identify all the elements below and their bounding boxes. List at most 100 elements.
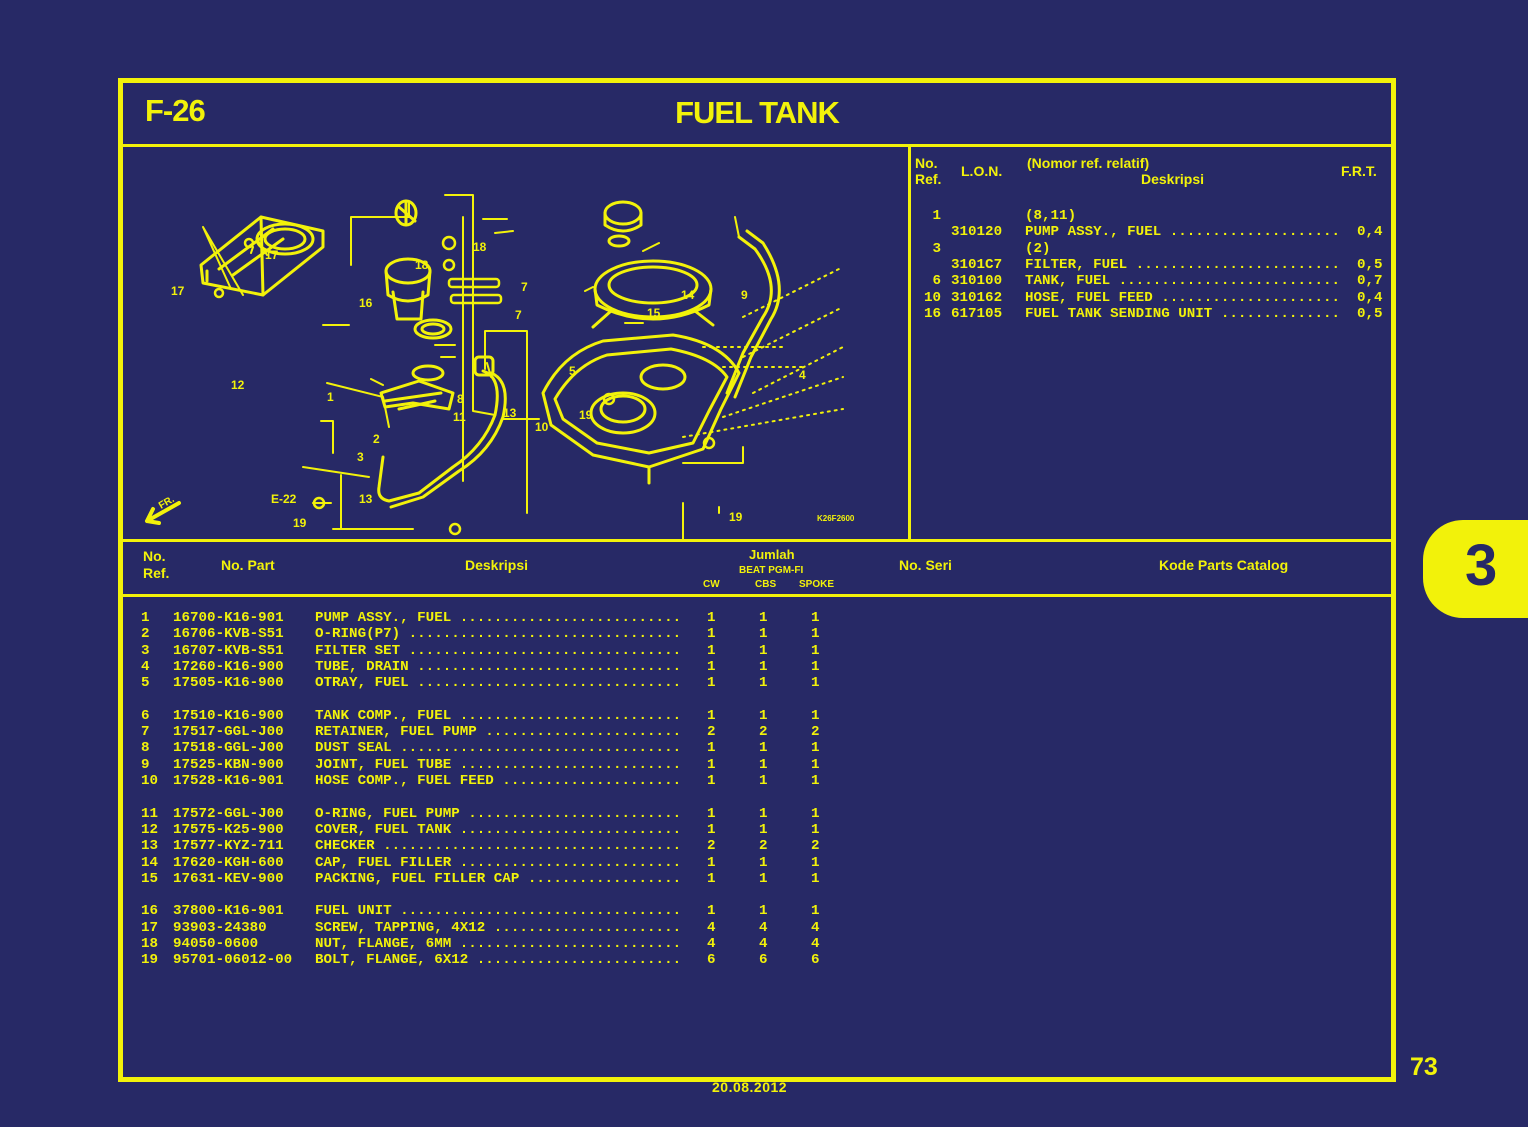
part-number: 17510-K16-900 [173, 707, 284, 724]
part-qty-cbs: 1 [759, 903, 768, 920]
part-qty-cw: 2 [707, 724, 716, 741]
part-qty-cw: 4 [707, 919, 716, 936]
callout-label: 5 [569, 364, 576, 378]
callout-label: 7 [521, 280, 528, 294]
part-number: 17260-K16-900 [173, 658, 284, 675]
part-ref: 19 [141, 952, 159, 969]
callout-label: 15 [647, 306, 661, 320]
callout-label: 19 [579, 408, 593, 422]
part-qty-cbs: 1 [759, 870, 768, 887]
part-number: 17575-K25-900 [173, 821, 284, 838]
page-number: 73 [1410, 1053, 1438, 1081]
callout-label: 7 [515, 308, 522, 322]
part-qty-cw: 6 [707, 952, 716, 969]
part-desc: OTRAY, FUEL ............................… [315, 675, 682, 692]
diagram-divider [908, 144, 911, 542]
lon-header-desc-top: (Nomor ref. relatif) [1027, 155, 1150, 171]
part-desc: PACKING, FUEL FILLER CAP ...............… [315, 870, 682, 887]
part-desc: JOINT, FUEL TUBE .......................… [315, 756, 682, 773]
parts-header-divider [123, 594, 1391, 597]
part-ref: 12 [141, 821, 159, 838]
part-qty-cbs: 1 [759, 740, 768, 757]
part-qty-spoke: 1 [811, 756, 820, 773]
part-number: 17517-GGL-J00 [173, 724, 284, 741]
part-qty-cbs: 1 [759, 658, 768, 675]
front-label: FR. [157, 494, 177, 512]
lon-code: 310120 [951, 224, 1003, 241]
lon-desc: (2) [1025, 240, 1051, 257]
part-qty-spoke: 1 [811, 626, 820, 643]
bracket-lines [320, 194, 744, 539]
callout-label: E-22 [271, 492, 297, 506]
part-number: 16706-KVB-S51 [173, 626, 284, 643]
part-qty-spoke: 1 [811, 642, 820, 659]
part-number: 17528-K16-901 [173, 773, 284, 789]
part-ref: 17 [141, 919, 159, 936]
lon-code: 310100 [951, 273, 1003, 290]
parts-header-no-seri: No. Seri [899, 557, 952, 573]
part-qty-spoke: 1 [811, 675, 820, 692]
part-desc: SCREW, TAPPING, 4X12 ...................… [315, 919, 682, 936]
part-qty-spoke: 1 [811, 740, 820, 757]
part-qty-spoke: 6 [811, 952, 820, 969]
part-ref: 2 [141, 626, 150, 643]
lon-row: 1(8,11) [915, 208, 1385, 224]
part-qty-spoke: 1 [811, 805, 820, 822]
part-ref: 16 [141, 903, 159, 920]
part-number: 17518-GGL-J00 [173, 740, 284, 757]
lon-desc: TANK, FUEL .......................... [1025, 273, 1341, 290]
part-qty-spoke: 1 [811, 854, 820, 871]
lon-ref: 16 [923, 305, 941, 322]
part-qty-cbs: 1 [759, 707, 768, 724]
part-qty-cw: 1 [707, 821, 716, 838]
callout-label: 18 [473, 240, 487, 254]
lon-header-frt: F.R.T. [1341, 163, 1377, 179]
callout-label: 13 [503, 406, 517, 420]
part-qty-cbs: 4 [759, 936, 768, 952]
section-tab[interactable]: 3 [1423, 520, 1528, 618]
fuel-pump-part [379, 199, 455, 411]
part-ref: 3 [141, 642, 150, 659]
part-qty-cw: 1 [707, 773, 716, 789]
part-qty-cw: 1 [707, 903, 716, 920]
fuel-hose-part [377, 229, 781, 509]
lon-row: 3 (2) [915, 241, 1385, 257]
part-qty-cbs: 2 [759, 838, 768, 855]
lon-frt: 0,7 [1357, 273, 1383, 290]
parts-header-cbs: CBS [755, 579, 777, 590]
lon-frt: 0,5 [1357, 256, 1383, 273]
callout-label: 9 [741, 288, 748, 302]
part-qty-cw: 2 [707, 838, 716, 855]
callout-label: 14 [681, 288, 695, 302]
parts-header-cw: CW [703, 579, 720, 590]
part-desc: FUEL UNIT ..............................… [315, 903, 682, 920]
part-qty-cw: 1 [707, 707, 716, 724]
part-qty-cw: 1 [707, 740, 716, 757]
part-number: 16700-K16-901 [173, 610, 284, 626]
part-qty-spoke: 1 [811, 773, 820, 789]
print-date: 20.08.2012 [712, 1079, 788, 1095]
callout-label: 3 [357, 450, 364, 464]
part-desc: PUMP ASSY., FUEL .......................… [315, 610, 682, 626]
part-desc: TUBE, DRAIN ............................… [315, 658, 682, 675]
part-desc: O-RING, FUEL PUMP ......................… [315, 805, 682, 822]
part-ref: 7 [141, 724, 150, 741]
part-ref: 4 [141, 658, 150, 675]
part-desc: RETAINER, FUEL PUMP ....................… [315, 724, 682, 741]
lon-header-lon: L.O.N. [961, 163, 1003, 179]
lon-desc: (8,11) [1025, 208, 1077, 224]
part-qty-spoke: 2 [811, 838, 820, 855]
callout-label: 10 [535, 420, 549, 434]
part-ref: 15 [141, 870, 159, 887]
lon-ref: 3 [932, 240, 941, 257]
part-qty-cbs: 1 [759, 805, 768, 822]
